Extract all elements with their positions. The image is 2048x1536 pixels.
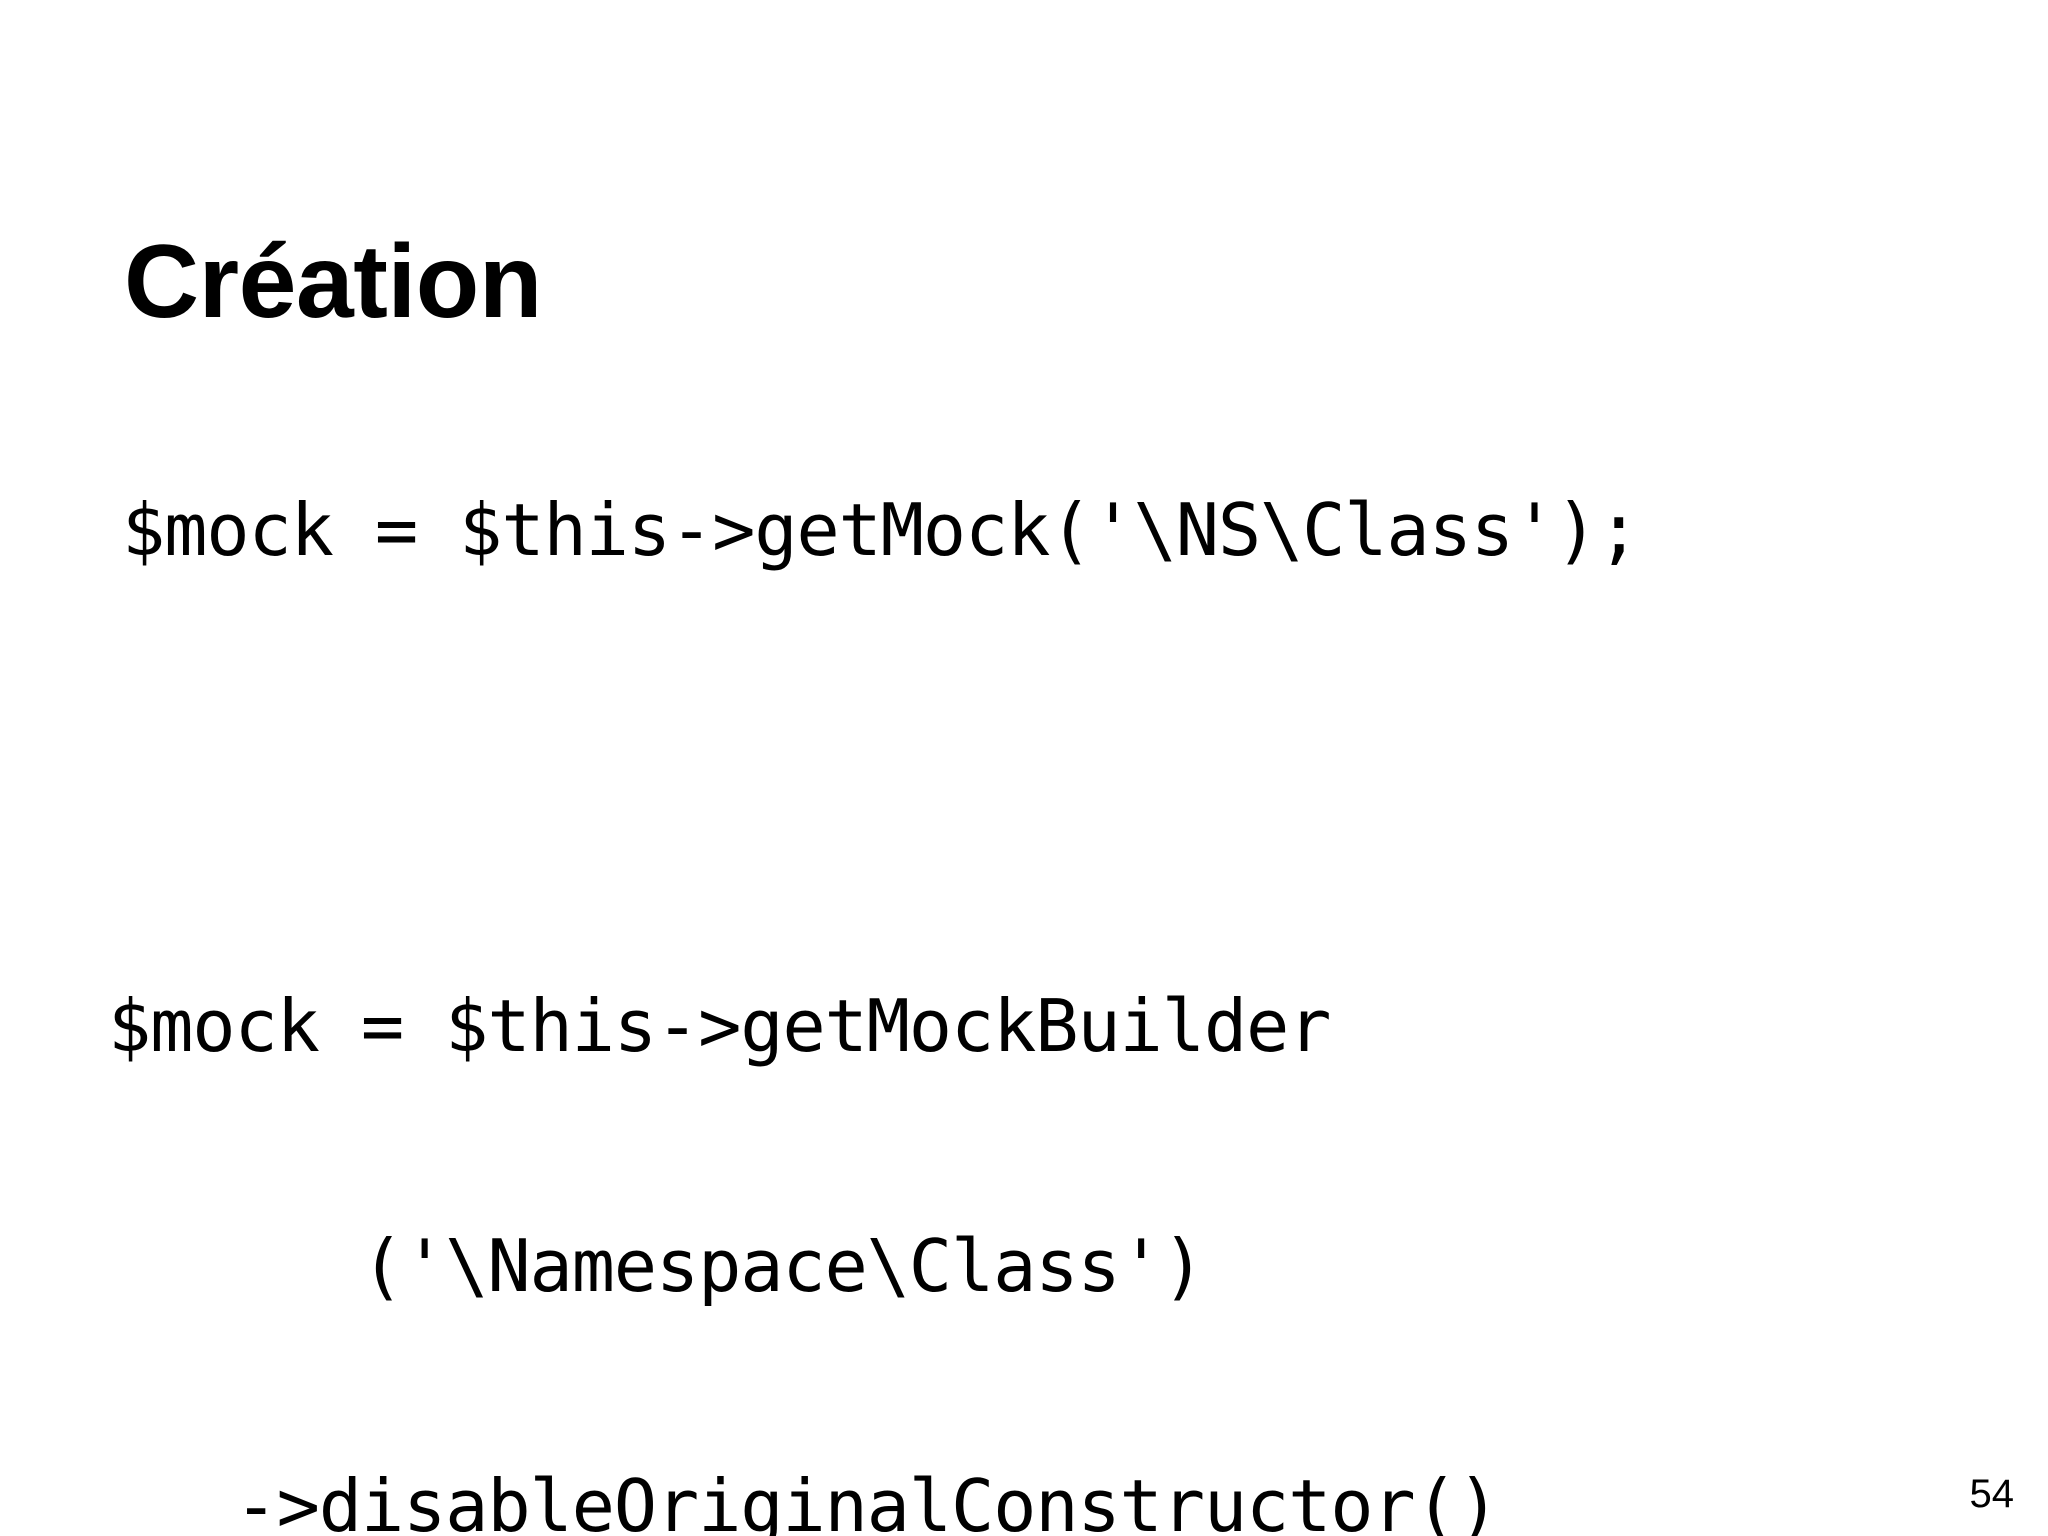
code-content-area: $mock = $this->getMock('\NS\Class'); $mo… bbox=[104, 398, 1984, 1536]
code-line: $mock = $this->getMockBuilder bbox=[108, 984, 1331, 1068]
code-line: ->disableOriginalConstructor() bbox=[108, 1464, 1500, 1536]
code-blocks-spacer bbox=[104, 662, 1984, 894]
page-number: 54 bbox=[1969, 1472, 2015, 1516]
code-block-simple-mock: $mock = $this->getMock('\NS\Class'); bbox=[122, 470, 1984, 590]
page-title: Création bbox=[124, 223, 542, 340]
code-line: ('\Namespace\Class') bbox=[108, 1224, 1205, 1308]
code-block-mock-builder: $mock = $this->getMockBuilder ('\Namespa… bbox=[108, 966, 1984, 1536]
code-line: $mock = $this->getMock('\NS\Class'); bbox=[122, 488, 1641, 572]
